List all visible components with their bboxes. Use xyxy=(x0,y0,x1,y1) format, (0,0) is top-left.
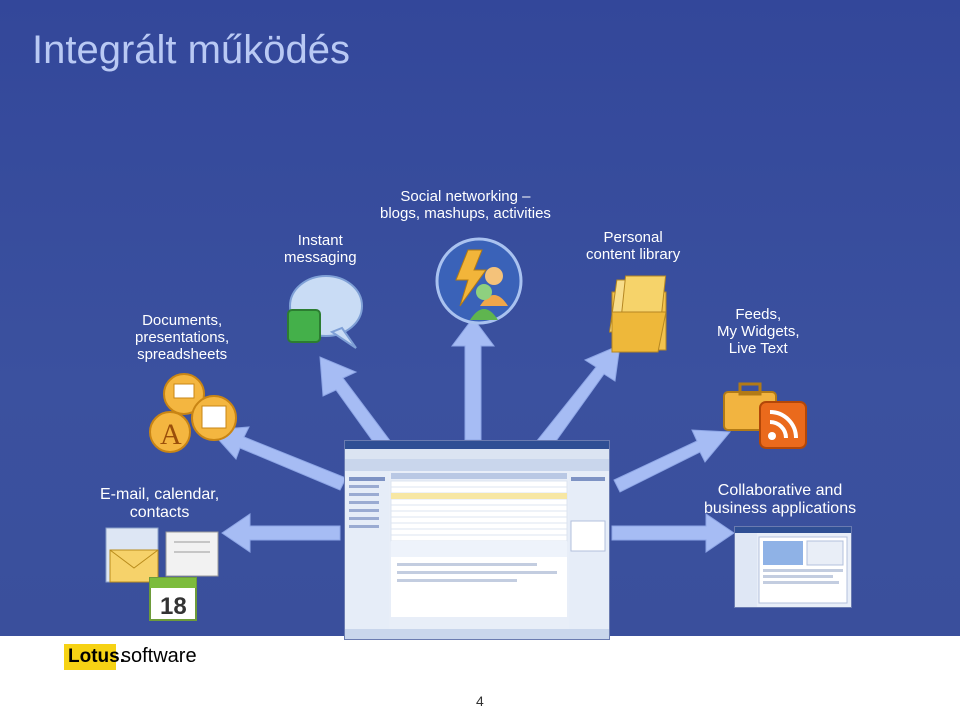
documents-icon: A xyxy=(149,373,237,453)
label-line: Collaborative and xyxy=(717,482,843,499)
page-number: 4 xyxy=(476,693,484,709)
label-line: business applications xyxy=(704,500,857,517)
svg-text:A: A xyxy=(160,418,182,451)
label-line: Documents, xyxy=(142,312,223,329)
label-line: Instant xyxy=(297,232,343,249)
arrow-to-collaborative xyxy=(611,513,735,553)
social-network-icon xyxy=(435,237,523,325)
slide-title: Integrált működés xyxy=(32,28,350,72)
label-instant-messaging: Instant messaging xyxy=(284,232,357,266)
label-line: Social networking – xyxy=(400,188,531,205)
label-line: Live Text xyxy=(728,340,788,357)
folder-library-icon xyxy=(608,275,667,353)
arrow-to-personal-library xyxy=(531,344,621,456)
notes-screenshot xyxy=(344,440,610,640)
chat-bubble-icon xyxy=(287,275,363,349)
collaborative-screenshot xyxy=(734,526,852,608)
label-line: Personal xyxy=(603,229,663,246)
arrow-to-feeds xyxy=(613,429,732,493)
lotus-logo-brand: Lotus. xyxy=(68,646,125,667)
label-line: messaging xyxy=(284,249,357,266)
mail-calendar-contacts-icon: 18 xyxy=(105,527,219,621)
arrow-to-social xyxy=(451,317,495,441)
label-line: content library xyxy=(586,246,681,263)
label-line: spreadsheets xyxy=(137,346,228,363)
toolbox-rss-icon xyxy=(723,382,807,449)
label-email-calendar: E-mail, calendar, contacts xyxy=(100,486,219,522)
arrow-to-email xyxy=(221,513,341,553)
label-feeds: Feeds, My Widgets, Live Text xyxy=(717,306,800,357)
label-collaborative: Collaborative and business applications xyxy=(704,482,856,518)
lotus-logo-box xyxy=(64,644,116,670)
label-line: Feeds, xyxy=(735,306,782,323)
label-line: contacts xyxy=(129,504,190,521)
label-line: My Widgets, xyxy=(717,323,800,340)
lotus-logo-product: software xyxy=(121,645,197,667)
notes-window-graphic xyxy=(345,441,609,639)
label-social-networking: Social networking – blogs, mashups, acti… xyxy=(380,188,551,222)
label-line: presentations, xyxy=(135,329,230,346)
label-documents: Documents, presentations, spreadsheets xyxy=(135,312,229,363)
calendar-day: 18 xyxy=(160,593,187,620)
collab-window-graphic xyxy=(735,527,851,607)
label-line: blogs, mashups, activities xyxy=(380,205,551,222)
label-line: E-mail, calendar, xyxy=(100,486,220,503)
label-personal-library: Personal content library xyxy=(586,229,680,263)
